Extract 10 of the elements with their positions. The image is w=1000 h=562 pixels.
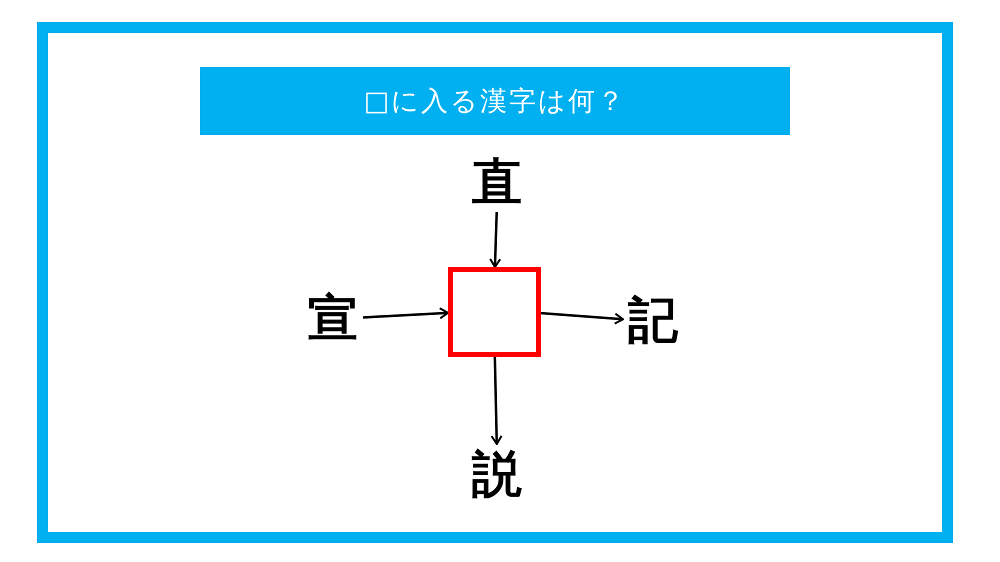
- kanji-character: 宣: [303, 288, 363, 348]
- kanji-character: 記: [623, 290, 683, 350]
- arrow: [362, 307, 449, 320]
- arrow: [490, 356, 503, 445]
- arrow: [489, 212, 502, 268]
- kanji-character: 直: [467, 152, 527, 212]
- answer-box: [448, 267, 541, 357]
- title-banner: □に入る漢字は何？: [200, 67, 790, 135]
- kanji-character: 説: [467, 444, 527, 504]
- arrow: [540, 312, 624, 325]
